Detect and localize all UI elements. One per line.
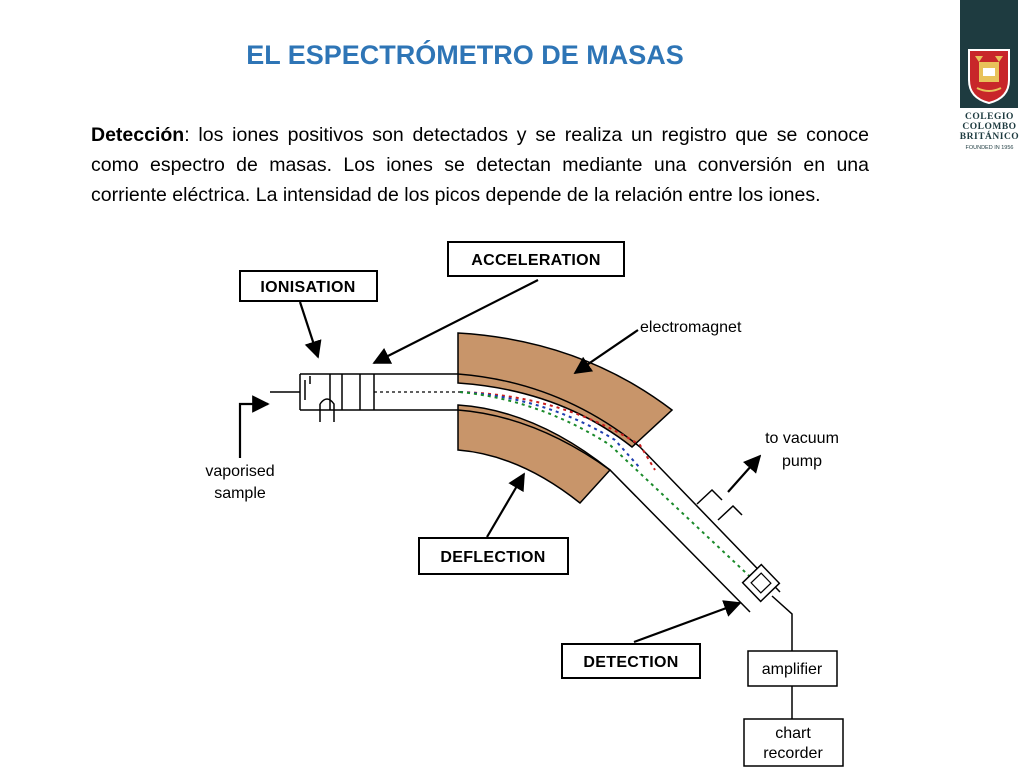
amplifier-label: amplifier [762, 661, 823, 678]
crest-icon [968, 49, 1010, 104]
deflection-label: DEFLECTION [440, 549, 545, 566]
magnet-upper-pole [457, 332, 674, 448]
paragraph-lead: Detección [91, 124, 185, 146]
sample-label-2: sample [214, 485, 266, 502]
acceleration-arrow [372, 279, 539, 364]
ionisation-box [239, 270, 378, 302]
vacuum-label-1: to vacuum [765, 430, 839, 447]
chart-recorder-box [743, 718, 844, 767]
vacuum-arrow [727, 454, 762, 493]
detection-label: DETECTION [583, 654, 678, 671]
description-paragraph: Detección: los iones positivos son detec… [91, 120, 869, 210]
ionisation-label: IONISATION [260, 279, 355, 296]
acceleration-box [447, 241, 625, 277]
electromagnet-arrow [573, 329, 639, 374]
school-logo: COLEGIO COLOMBO BRITÁNICO FOUNDED IN 195… [955, 0, 1024, 160]
ionisation-arrow [298, 301, 322, 359]
detector-wire [771, 595, 793, 651]
logo-founded: FOUNDED IN 1956 [965, 145, 1014, 151]
slide-title: EL ESPECTRÓMETRO DE MASAS [246, 40, 684, 70]
chart-recorder-label-2: recorder [763, 745, 823, 762]
detection-arrow [633, 600, 742, 644]
detection-box [561, 643, 701, 679]
paragraph-body: : los iones positivos son detectados y s… [91, 124, 869, 206]
deflection-box [418, 537, 569, 575]
logo-line-3: BRITÁNICO [959, 132, 1020, 142]
sample-label-1: vaporised [205, 463, 274, 480]
ionisation-chamber [270, 374, 375, 422]
detector [741, 563, 781, 603]
vacuum-port [696, 488, 743, 521]
acceleration-label: ACCELERATION [471, 252, 601, 269]
electromagnet-label: electromagnet [640, 319, 742, 336]
logo-line-1: COLEGIO [965, 112, 1014, 122]
logo-line-2: COLOMBO [962, 122, 1017, 132]
deflection-arrow [486, 472, 525, 538]
amplifier-box [747, 650, 838, 687]
sample-arrow [238, 395, 270, 458]
ion-beam-green [459, 391, 763, 589]
vacuum-label-2: pump [782, 453, 822, 470]
chart-recorder-label-1: chart [775, 725, 811, 742]
